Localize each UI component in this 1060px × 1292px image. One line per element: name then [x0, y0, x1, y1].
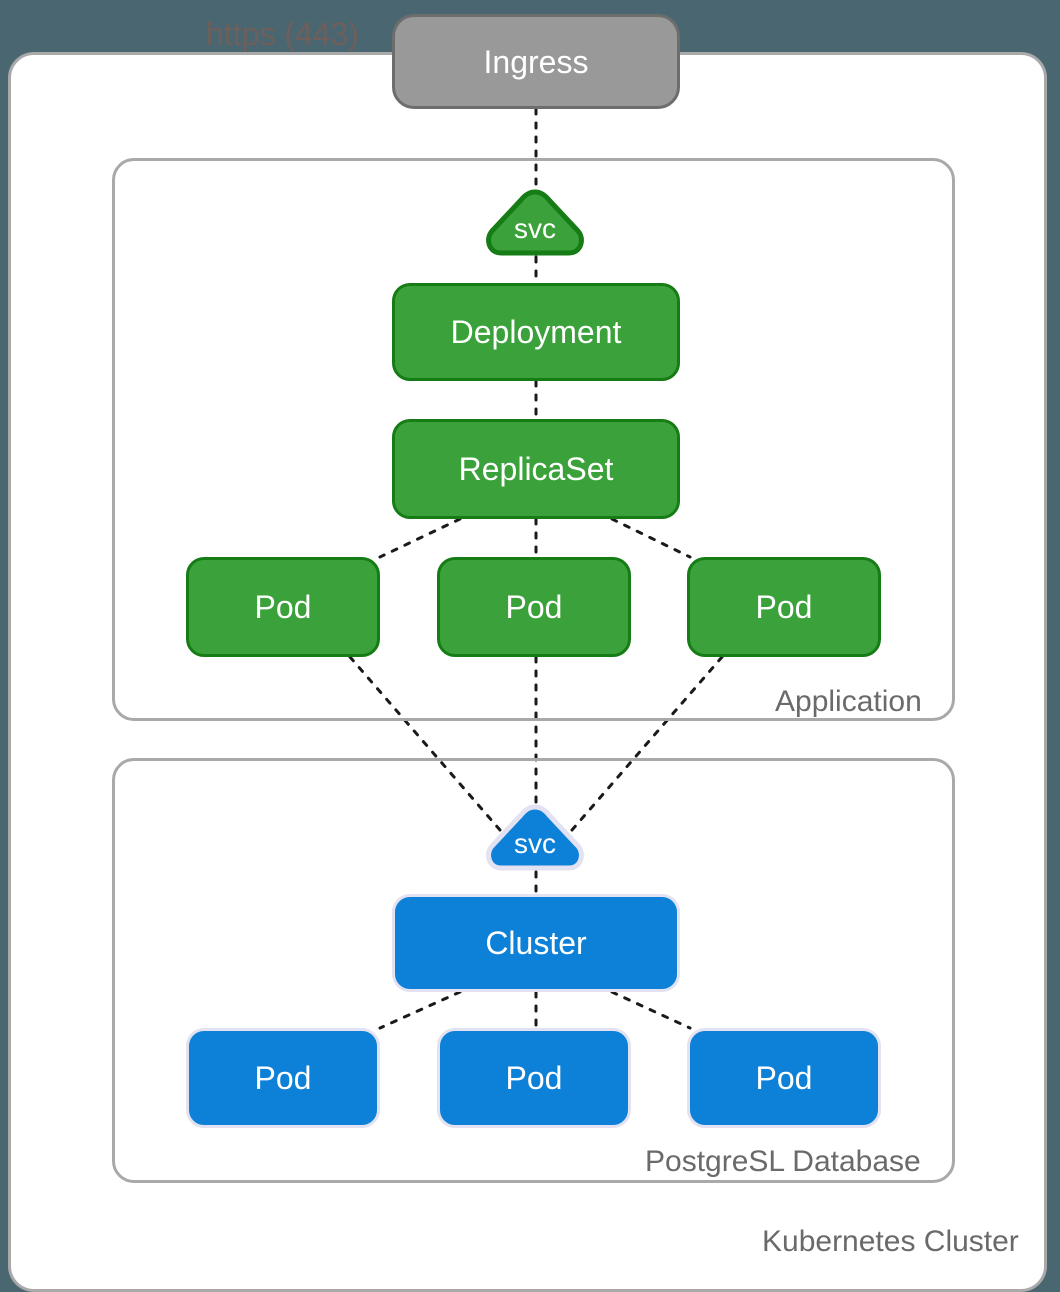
kubernetes-cluster-label: Kubernetes Cluster — [762, 1225, 1019, 1258]
node-db-pod-3[interactable]: Pod — [687, 1028, 881, 1128]
node-postgres-cluster-label: Cluster — [485, 925, 587, 961]
node-app-pod-3[interactable]: Pod — [687, 557, 881, 657]
node-ingress[interactable]: Ingress — [392, 14, 680, 109]
group-postgres — [112, 758, 955, 1183]
node-db-pod-1[interactable]: Pod — [186, 1028, 380, 1128]
node-app-pod-1-label: Pod — [254, 589, 312, 625]
node-app-pod-2[interactable]: Pod — [437, 557, 631, 657]
node-replicaset-label: ReplicaSet — [458, 451, 614, 487]
group-postgres-label: PostgreSL Database — [645, 1145, 921, 1178]
node-deployment[interactable]: Deployment — [392, 283, 680, 381]
node-deployment-label: Deployment — [450, 314, 622, 350]
node-app-pod-2-label: Pod — [505, 589, 563, 625]
https-edge-label: https (443) — [206, 16, 359, 52]
group-application-label: Application — [775, 685, 922, 718]
service-postgres[interactable]: svc — [479, 804, 591, 872]
group-application — [112, 158, 955, 721]
node-ingress-label: Ingress — [483, 43, 589, 80]
node-replicaset[interactable]: ReplicaSet — [392, 419, 680, 519]
service-application[interactable]: svc — [479, 189, 591, 257]
node-db-pod-1-label: Pod — [254, 1060, 312, 1096]
node-db-pod-3-label: Pod — [755, 1060, 813, 1096]
node-app-pod-1[interactable]: Pod — [186, 557, 380, 657]
node-db-pod-2[interactable]: Pod — [437, 1028, 631, 1128]
node-app-pod-3-label: Pod — [755, 589, 813, 625]
node-db-pod-2-label: Pod — [505, 1060, 563, 1096]
node-postgres-cluster[interactable]: Cluster — [392, 894, 680, 992]
